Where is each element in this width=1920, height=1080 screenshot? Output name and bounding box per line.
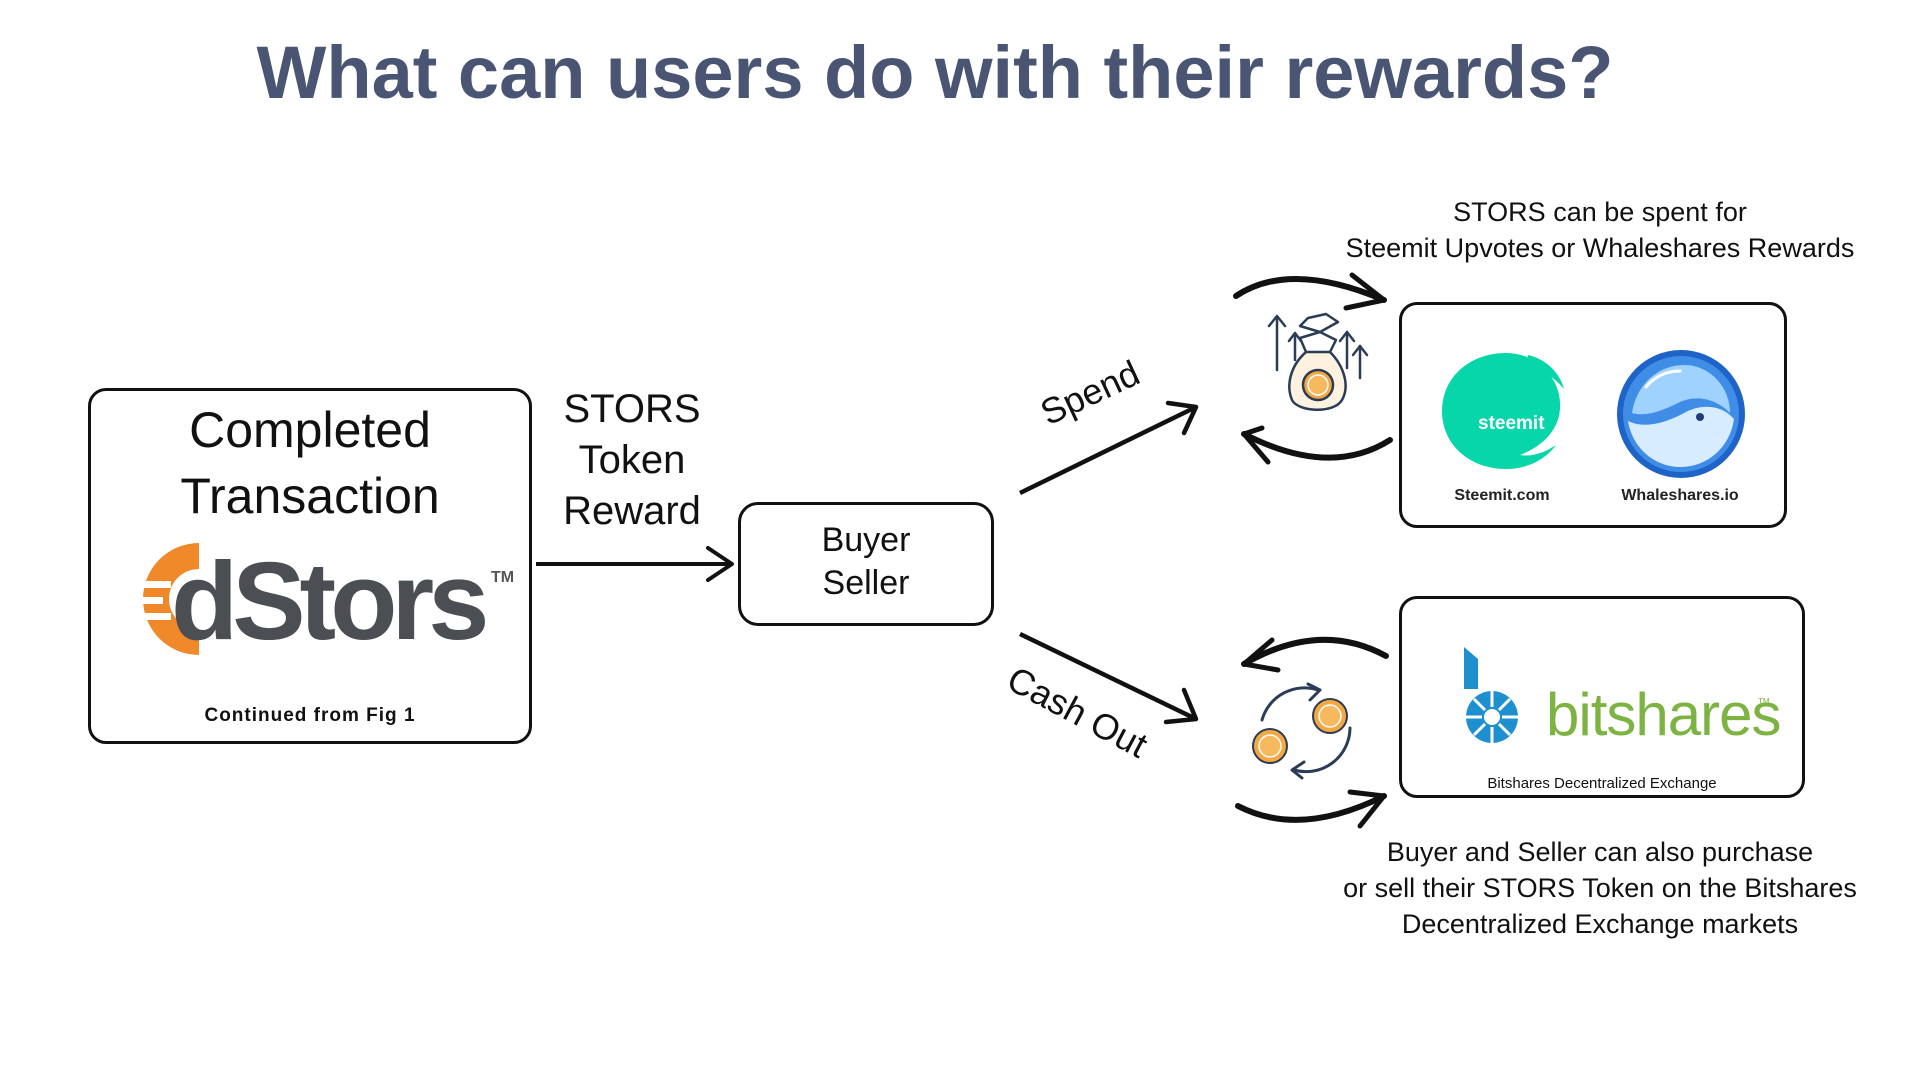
- bitshares-logo-text: bitshares: [1546, 681, 1781, 748]
- spend-caption-line1: STORS can be spent for: [1453, 197, 1747, 227]
- dstors-trademark: TM: [491, 569, 515, 586]
- cashout-arrow: [1019, 631, 1199, 725]
- transaction-heading-line1: Completed: [189, 402, 431, 458]
- continued-from-footnote: Continued from Fig 1: [204, 705, 416, 726]
- steemit-logo-text: steemit: [1478, 413, 1545, 434]
- spend-cycle-bottom-arrow: [1241, 425, 1393, 465]
- reward-label-line3: Reward: [563, 489, 701, 533]
- whaleshares-caption: Whaleshares.io: [1621, 487, 1739, 504]
- steemit-caption: Steemit.com: [1454, 487, 1550, 504]
- reward-label-line2: Token: [578, 438, 686, 482]
- spend-caption: STORS can be spent for Steemit Upvotes o…: [1300, 194, 1900, 266]
- spend-caption-line2: Steemit Upvotes or Whaleshares Rewards: [1345, 233, 1855, 263]
- reward-arrow: [536, 546, 734, 582]
- bitshares-caption: Bitshares Decentralized Exchange: [1487, 775, 1717, 792]
- cashout-cycle-bottom-arrow: [1235, 789, 1387, 829]
- buyer-label: Buyer: [821, 521, 911, 559]
- cashout-caption: Buyer and Seller can also purchase or se…: [1300, 834, 1900, 942]
- currency-exchange-icon: [1252, 682, 1352, 780]
- spend-arrow: [1019, 400, 1199, 496]
- seller-label: Seller: [822, 564, 910, 602]
- buyer-seller-box: Buyer Seller: [738, 502, 994, 626]
- reward-label-line1: STORS: [563, 387, 701, 431]
- bitshares-trademark: TM: [1758, 697, 1770, 706]
- cashout-caption-line2: or sell their STORS Token on the Bitshar…: [1343, 873, 1857, 903]
- whaleshares-logo-icon: [1617, 350, 1745, 478]
- cashout-caption-line1: Buyer and Seller can also purchase: [1386, 837, 1814, 867]
- money-bag-icon: [1267, 312, 1369, 411]
- cashout-cycle-top-arrow: [1241, 636, 1389, 673]
- completed-transaction-box: Completed Transaction dStors TM Continue…: [88, 388, 532, 744]
- bitshares-box: bitshares TM Bitshares Decentralized Exc…: [1399, 596, 1805, 798]
- cashout-caption-line3: Decentralized Exchange markets: [1401, 909, 1799, 939]
- spend-cycle-top-arrow: [1233, 272, 1387, 311]
- dstors-logo-mark-icon: [137, 543, 199, 655]
- reward-label: STORS Token Reward: [552, 384, 712, 537]
- spend-platforms-box: steemit Steemit.com Whaleshares.io: [1399, 302, 1787, 528]
- page-title: What can users do with their rewards?: [256, 31, 1614, 114]
- bitshares-logo-icon: [1464, 647, 1518, 743]
- transaction-heading-line2: Transaction: [180, 468, 440, 524]
- dstors-logo-text: dStors: [171, 540, 489, 663]
- steemit-logo-icon: [1442, 353, 1564, 469]
